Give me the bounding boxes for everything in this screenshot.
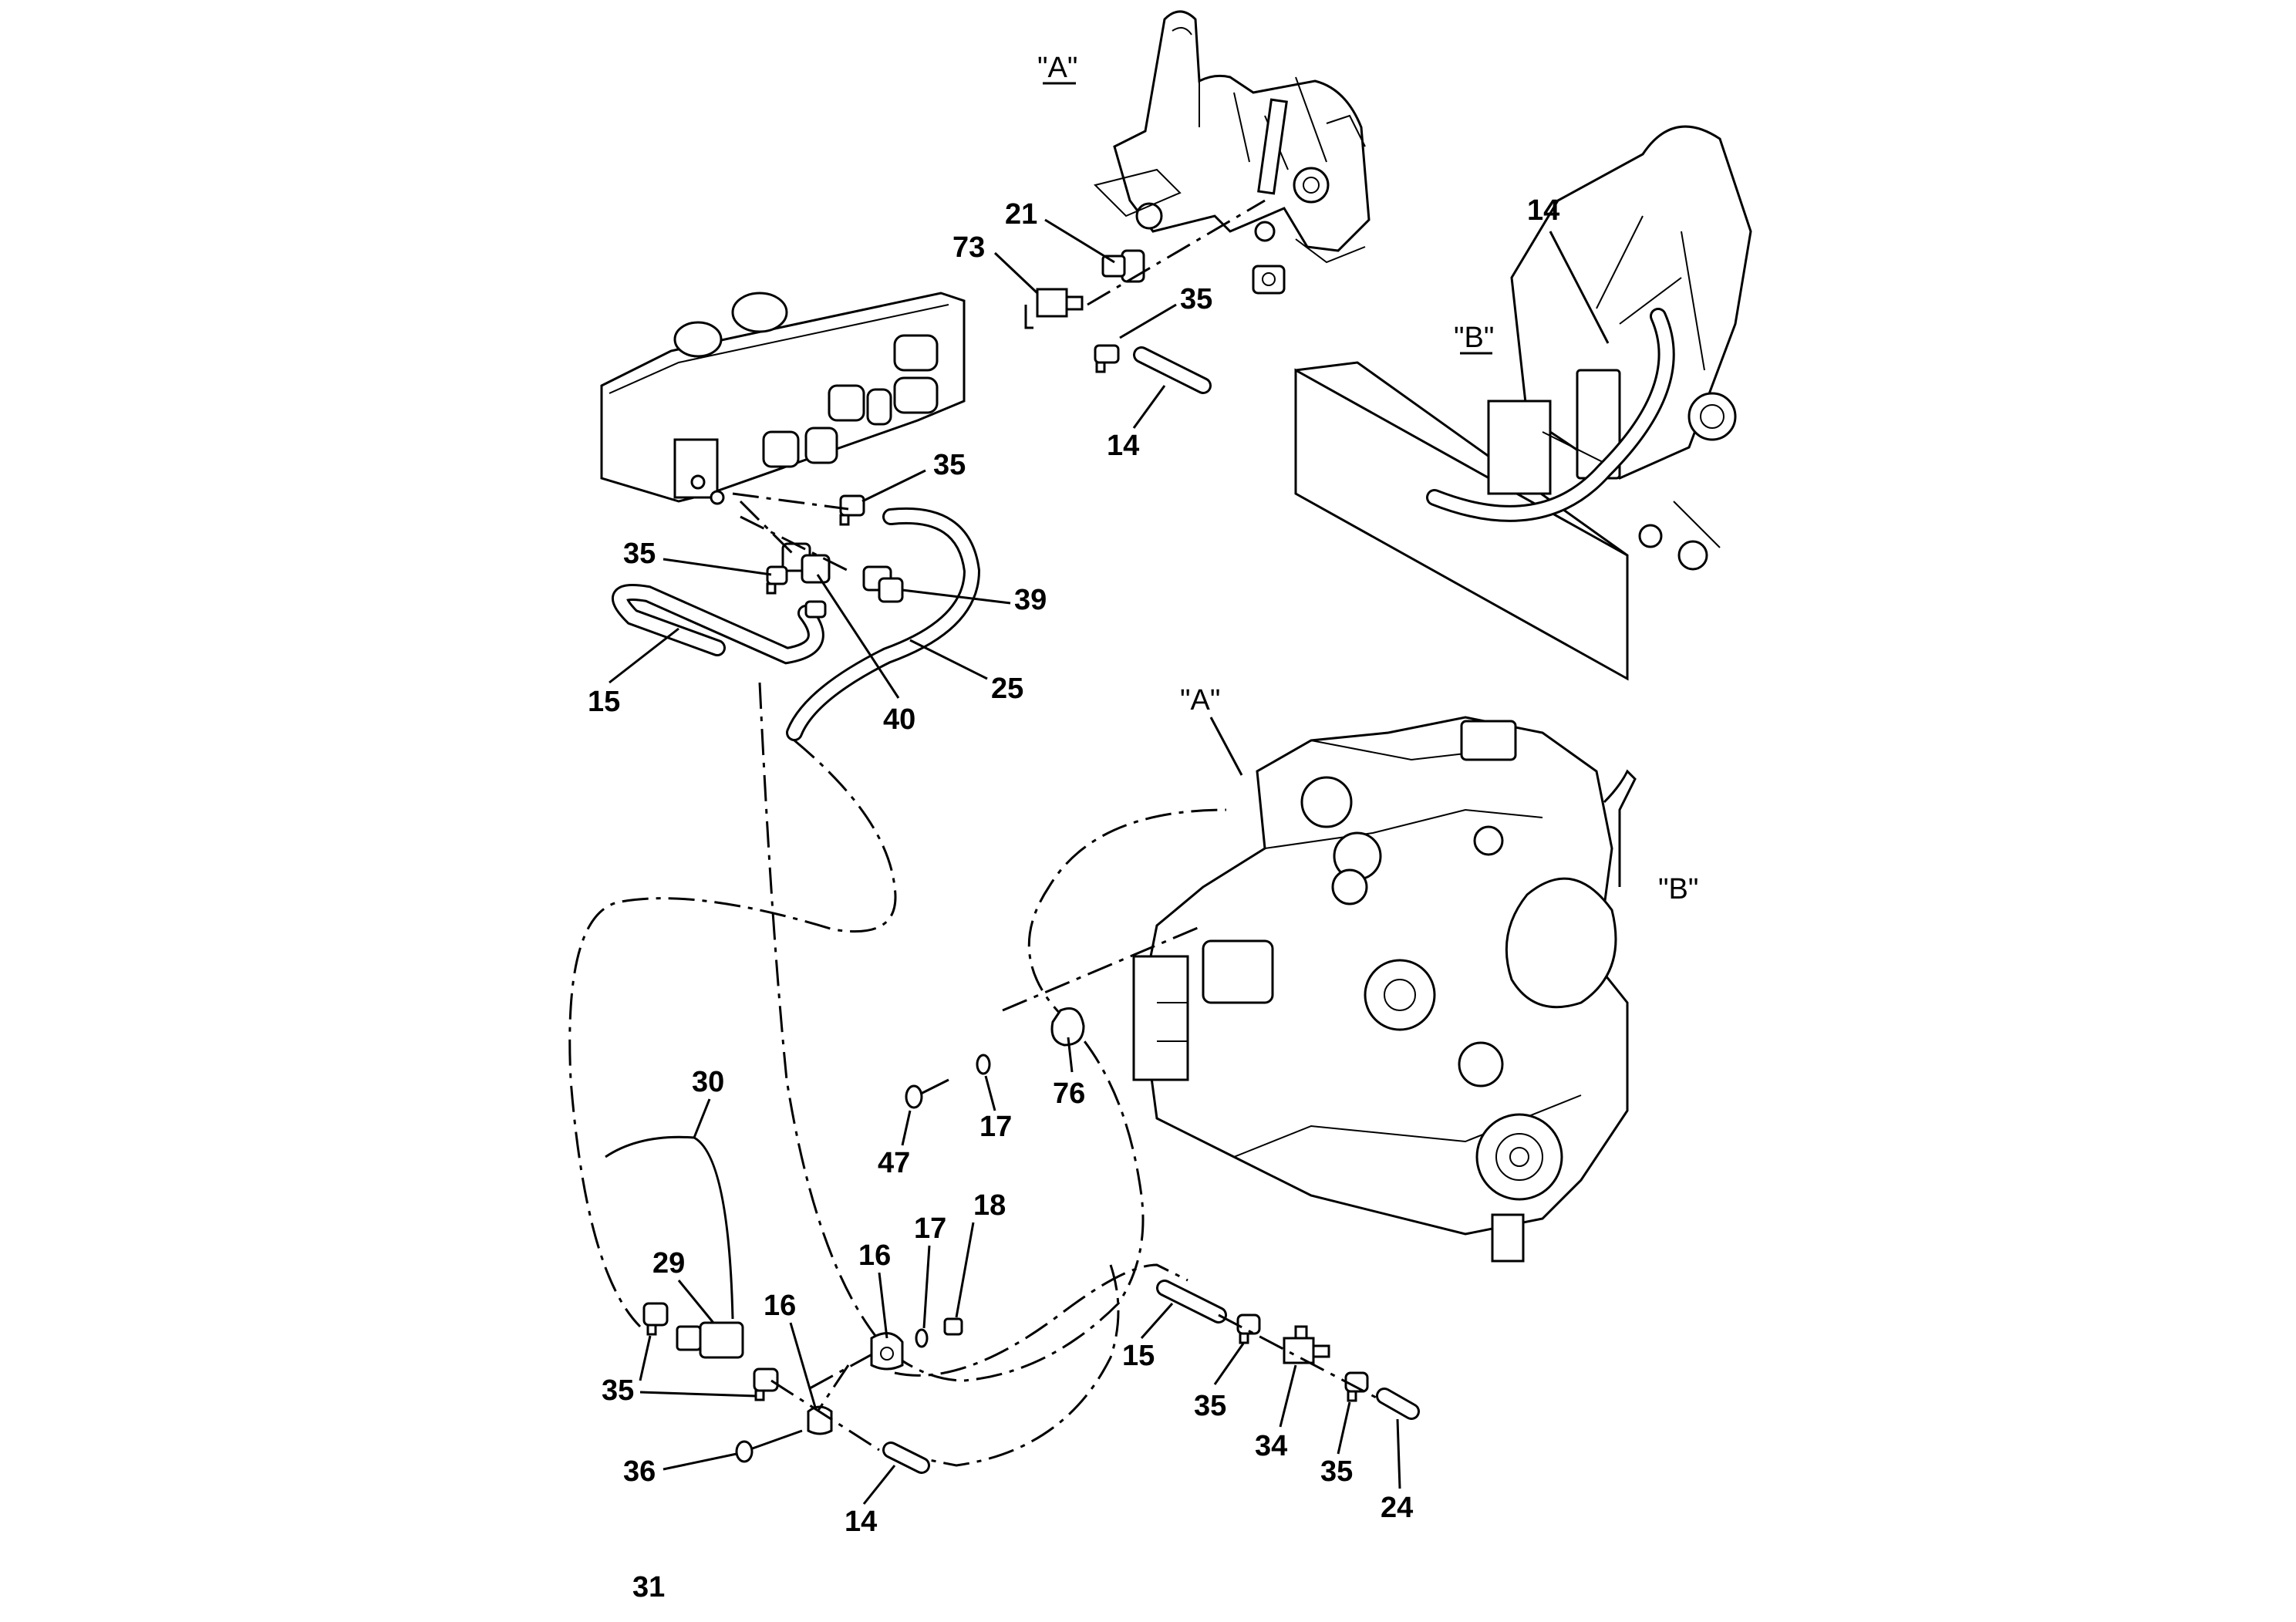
part-17-washer-a	[976, 1054, 991, 1075]
callout-40: 40	[883, 703, 915, 736]
hose-30	[605, 1135, 734, 1320]
detail-b-engine-icon	[1487, 125, 1752, 571]
callout-36: 36	[623, 1455, 656, 1488]
part-73-valve-icon	[1024, 288, 1084, 329]
callout-39: 39	[1014, 584, 1047, 616]
callout-35-a: 35	[1180, 283, 1212, 315]
detail-view-a: "A" 21 73 35 14	[952, 10, 1371, 462]
hose-14-c	[882, 1442, 930, 1474]
callout-15-a: 15	[588, 686, 620, 718]
part-17-washer-b	[915, 1328, 929, 1348]
callout-15-b: 15	[1122, 1340, 1155, 1372]
callout-73: 73	[952, 231, 985, 264]
detail-a-engine-icon	[1094, 10, 1371, 295]
heater-fittings	[732, 492, 904, 619]
callout-16-b: 16	[764, 1290, 796, 1322]
part-76-clip	[1050, 1007, 1085, 1047]
heater-unit-icon	[600, 292, 966, 505]
callout-35-b: 35	[933, 449, 966, 481]
callout-34: 34	[1255, 1430, 1287, 1462]
callout-35-d: 35	[602, 1374, 634, 1407]
part-14-hose-a	[1133, 346, 1212, 394]
callout-17-b: 17	[914, 1212, 946, 1245]
callout-35-e: 35	[1194, 1390, 1226, 1422]
part-21-fitting	[1101, 249, 1145, 283]
part-36-bolt	[735, 1429, 803, 1463]
hose-15-b	[1156, 1280, 1227, 1324]
callout-17-a: 17	[979, 1111, 1012, 1143]
view-label-b-engine: "B"	[1658, 873, 1698, 905]
callout-21: 21	[1005, 198, 1037, 231]
view-label-a-detail: "A"	[1037, 52, 1077, 84]
part-35-clamp-e	[1236, 1313, 1261, 1344]
callout-76: 76	[1053, 1077, 1085, 1110]
callout-29: 29	[652, 1247, 685, 1280]
part-35-clamp-a	[1094, 344, 1120, 373]
callout-24: 24	[1381, 1492, 1413, 1524]
hose-24	[1376, 1388, 1420, 1420]
callout-18: 18	[973, 1189, 1006, 1222]
callout-14-b: 14	[1527, 194, 1559, 227]
callout-14-a: 14	[1107, 430, 1139, 462]
hose-15-a	[612, 584, 824, 665]
part-34-valve-icon	[1283, 1325, 1330, 1364]
detail-view-b: "B" 14	[1294, 125, 1752, 681]
callout-25: 25	[991, 673, 1023, 705]
callout-30: 30	[692, 1066, 724, 1098]
callout-35-c: 35	[623, 538, 656, 570]
view-label-b-detail: "B"	[1454, 322, 1494, 354]
part-16-clamp-a	[870, 1332, 904, 1371]
hose-25	[786, 507, 981, 741]
callout-31: 31	[632, 1571, 665, 1603]
callout-16-a: 16	[858, 1239, 891, 1272]
view-label-a-engine: "A"	[1180, 684, 1220, 717]
callout-47: 47	[878, 1147, 910, 1179]
callout-14-c: 14	[845, 1506, 877, 1538]
callout-35-f: 35	[1320, 1455, 1353, 1488]
engine-assembly-icon	[1132, 716, 1637, 1263]
part-29-valve-icon	[642, 1302, 779, 1401]
routing-lines	[568, 682, 1227, 1467]
part-47-bolt	[905, 1078, 949, 1109]
part-18-nut	[943, 1317, 963, 1336]
